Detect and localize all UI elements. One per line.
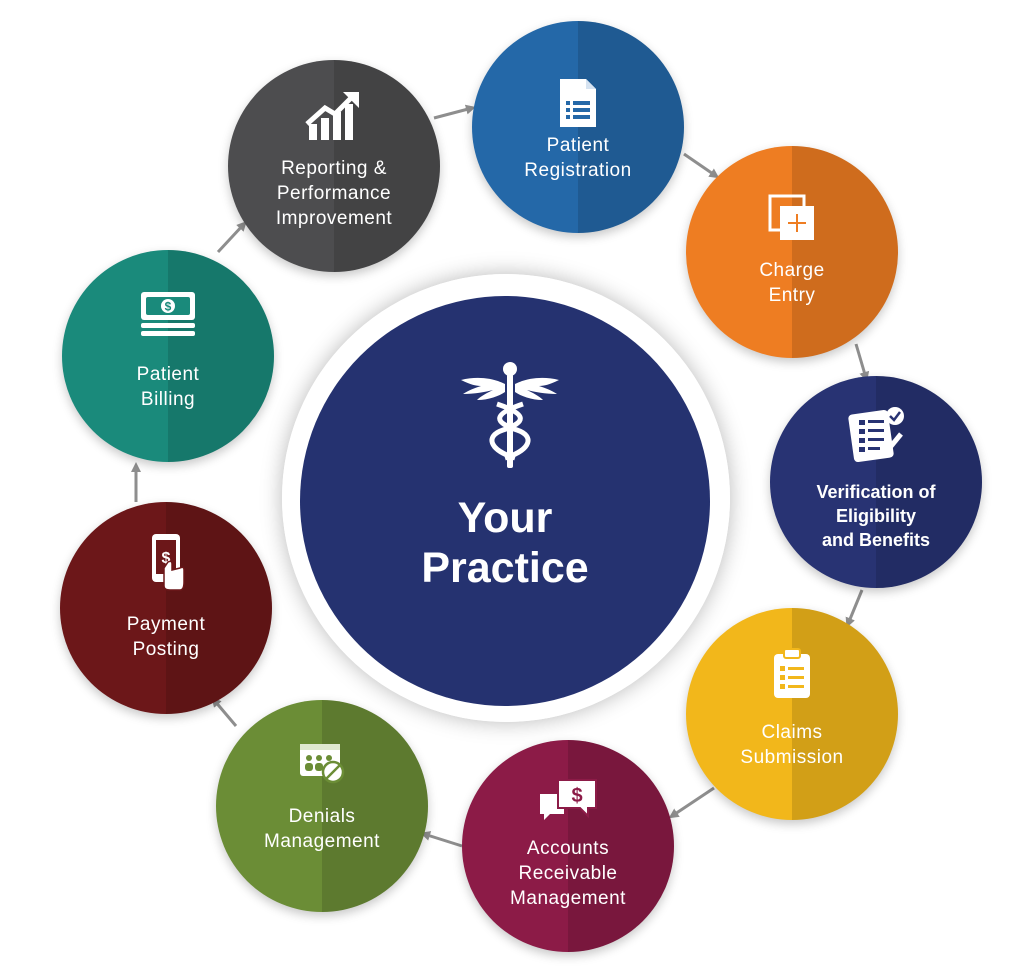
flow-arrow-7 (211, 696, 238, 727)
clipboard-icon (774, 648, 810, 698)
caduceus-icon (461, 362, 559, 468)
step-patient-registration: Patient Registration (472, 21, 684, 233)
flow-arrow-6 (420, 831, 463, 848)
step-label: Verification of Eligibility and Benefits (816, 482, 936, 550)
svg-text:$: $ (165, 300, 172, 314)
cash-stack-icon: $ (141, 292, 195, 336)
flow-arrow-2 (683, 152, 720, 179)
document-list-icon (560, 79, 596, 127)
svg-text:$: $ (571, 785, 582, 807)
step-verification: Verification of Eligibility and Benefits (770, 376, 982, 588)
step-label: Charge Entry (759, 260, 825, 306)
step-label: Accounts Receivable Management (510, 838, 626, 909)
step-label: Payment Posting (126, 614, 206, 660)
chat-dollar-icon: $ (540, 779, 597, 820)
growth-chart-icon (305, 92, 359, 140)
mobile-payment-icon: $ (152, 534, 185, 591)
step-label: Denials Management (264, 806, 380, 852)
denied-users-icon (300, 744, 345, 784)
step-payment-posting: $ Payment Posting (60, 502, 272, 714)
step-label: Patient Registration (524, 135, 632, 181)
step-patient-billing: $ Patient Billing (62, 250, 274, 462)
step-label: Claims Submission (740, 722, 844, 768)
step-accounts-receivable: $ Accounts Receivable Management (462, 740, 674, 952)
flow-arrow-9 (216, 221, 247, 254)
flow-arrow-5 (668, 786, 715, 819)
checklist-icon (848, 407, 904, 463)
flow-arrow-1 (433, 104, 476, 120)
step-label: Reporting & Performance Improvement (275, 158, 393, 229)
flow-arrow-3 (854, 343, 870, 382)
svg-text:$: $ (162, 550, 171, 567)
center-title: Your Practice (421, 494, 589, 592)
add-pages-icon (768, 194, 814, 240)
step-reporting: Reporting & Performance Improvement (228, 60, 440, 272)
step-claims-submission: Claims Submission (686, 608, 898, 820)
step-charge-entry: Charge Entry (686, 146, 898, 358)
step-denials-management: Denials Management (216, 700, 428, 912)
step-label: Patient Billing (136, 364, 200, 410)
flow-arrow-4 (845, 589, 864, 628)
